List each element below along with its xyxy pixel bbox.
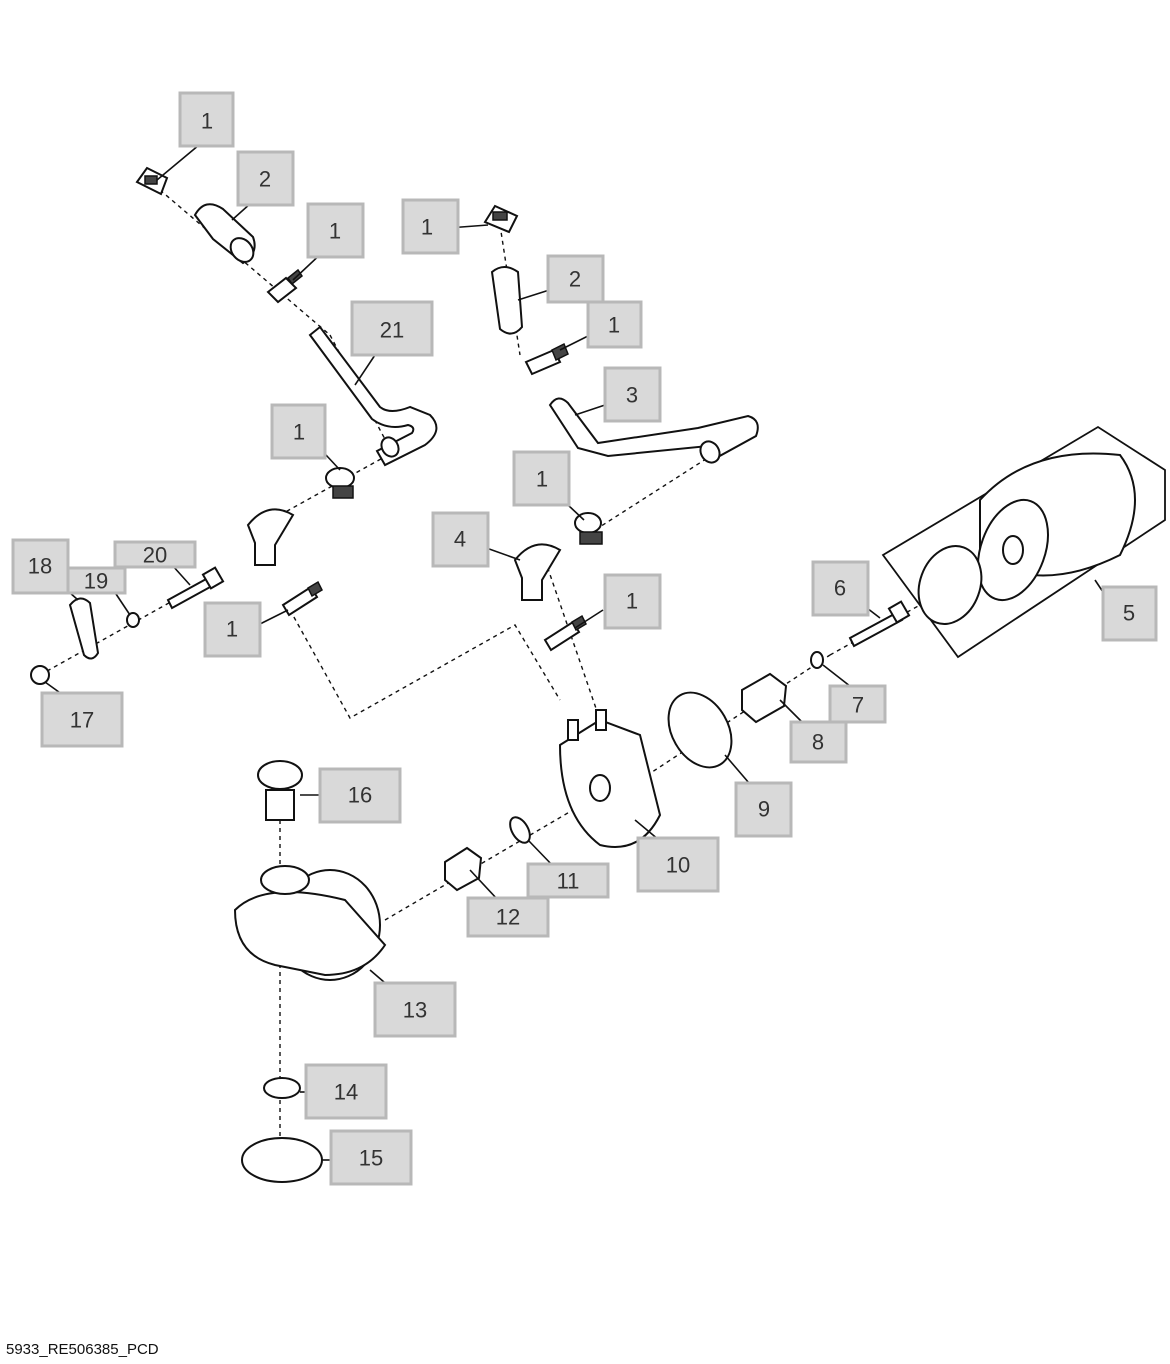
callout-11: 11	[526, 862, 610, 899]
assembly-centerlines	[39, 189, 1011, 1160]
callout-1h: 1	[203, 601, 262, 658]
clamp-top-left	[135, 166, 169, 196]
filter-housing-13	[233, 865, 387, 981]
o-ring-14	[263, 1077, 301, 1099]
callout-label: 9	[758, 797, 770, 822]
elbow-4	[513, 543, 562, 601]
fitting-12	[444, 846, 483, 892]
callout-17: 17	[40, 691, 124, 748]
adapter-8	[741, 672, 788, 724]
o-ring-9	[667, 691, 733, 769]
oil-cooler-10	[558, 709, 662, 848]
hose-elbow-left	[193, 203, 256, 265]
fitting-left-upper	[266, 268, 304, 304]
callout-13: 13	[373, 981, 457, 1038]
callout-4: 4	[431, 511, 490, 568]
callout-label: 4	[454, 527, 466, 552]
callout-19: 19	[66, 566, 127, 595]
callout-label: 18	[28, 554, 52, 579]
callout-label: 15	[359, 1146, 383, 1171]
callout-1g: 1	[603, 573, 662, 630]
callout-18: 18	[11, 538, 70, 595]
callout-label: 12	[496, 905, 520, 930]
clamp-left-mid	[325, 467, 355, 499]
bracket-18	[68, 597, 100, 660]
fitting-left-lower	[281, 580, 323, 617]
callout-label: 8	[812, 730, 824, 755]
washer-7	[810, 651, 824, 669]
filter-kit-box	[881, 425, 1166, 659]
callout-label: 1	[421, 215, 433, 240]
callout-label: 2	[259, 167, 271, 192]
callout-label: 16	[348, 783, 372, 808]
tube-3	[548, 397, 759, 464]
washer-19	[126, 612, 140, 628]
o-ring-15	[241, 1137, 323, 1183]
callout-12: 12	[466, 896, 550, 938]
callout-1c: 1	[270, 403, 327, 460]
callout-label: 10	[666, 853, 690, 878]
fitting-right-lower	[543, 614, 587, 652]
callout-label: 6	[834, 576, 846, 601]
callout-2b: 2	[546, 254, 605, 304]
callout-label: 1	[536, 467, 548, 492]
callout-6: 6	[811, 560, 870, 617]
callout-1a: 1	[178, 91, 235, 148]
tube-21	[308, 325, 438, 467]
callout-20: 20	[113, 540, 197, 569]
bolt-20	[166, 566, 225, 610]
callout-label: 19	[84, 569, 108, 594]
callout-label: 5	[1123, 601, 1135, 626]
clamp-right-mid	[574, 512, 603, 545]
callout-1d: 1	[401, 198, 460, 255]
callout-label: 13	[403, 998, 427, 1023]
callout-label: 17	[70, 708, 94, 733]
callout-1b: 1	[306, 202, 365, 259]
o-ring-11	[509, 816, 531, 844]
callout-1e: 1	[586, 300, 643, 349]
callout-label: 7	[852, 693, 864, 718]
callout-label: 2	[569, 267, 581, 292]
callout-10: 10	[636, 836, 720, 893]
callout-8: 8	[789, 720, 848, 764]
callout-label: 1	[201, 109, 213, 134]
callout-9: 9	[734, 781, 793, 838]
callout-label: 1	[608, 313, 620, 338]
hose-elbow-right	[490, 266, 524, 335]
callout-label: 3	[626, 383, 638, 408]
callout-15: 15	[329, 1129, 413, 1186]
callout-label: 20	[143, 543, 167, 568]
callout-16: 16	[318, 767, 402, 824]
callout-label: 14	[334, 1080, 358, 1105]
clamp-top-right	[483, 204, 519, 234]
callout-label: 1	[626, 589, 638, 614]
bolt-6	[848, 600, 911, 648]
callout-label: 1	[226, 617, 238, 642]
figure-caption: 5933_RE506385_PCD	[6, 1341, 159, 1358]
cap-16	[257, 760, 303, 821]
callout-2a: 2	[236, 150, 295, 207]
callout-label: 11	[557, 869, 580, 894]
callout-label: 1	[329, 219, 341, 244]
callout-21: 21	[350, 300, 434, 357]
callout-label: 21	[380, 318, 404, 343]
callout-3: 3	[603, 366, 662, 423]
callout-7: 7	[828, 684, 887, 724]
elbow-left	[246, 508, 295, 566]
callout-label: 1	[293, 420, 305, 445]
callout-14: 14	[304, 1063, 388, 1120]
nut-17	[30, 665, 50, 685]
callout-1f: 1	[512, 450, 571, 507]
callout-5: 5	[1101, 585, 1158, 642]
